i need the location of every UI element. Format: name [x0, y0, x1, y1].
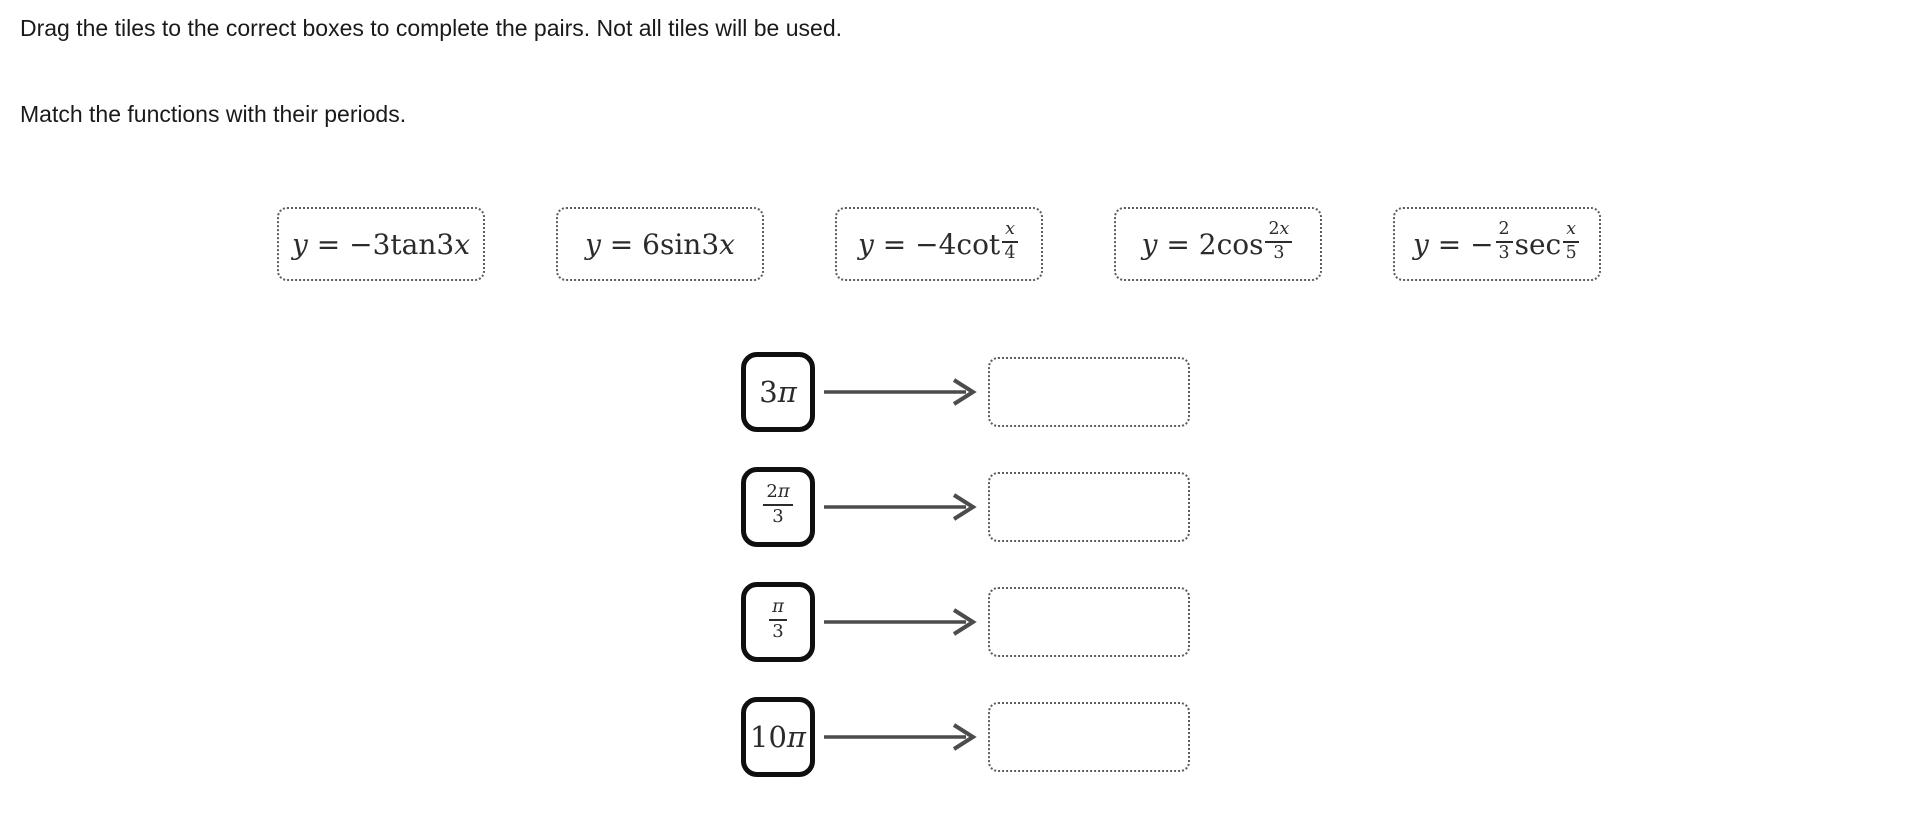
math-segment: π	[777, 375, 797, 409]
math-segment: 3	[772, 506, 784, 527]
math-segment: = −	[1428, 227, 1494, 261]
math-segment: 2	[1498, 219, 1510, 240]
math-segment: = 6sin3	[600, 227, 720, 261]
pair-row-2pi-over-3: 2π 3	[741, 467, 1190, 547]
math-segment: y	[1141, 227, 1158, 261]
instruction-line-1: Drag the tiles to the correct boxes to c…	[20, 15, 843, 41]
math-segment: = 2cos	[1157, 227, 1264, 261]
math-segment: π	[772, 596, 784, 618]
math-segment: y	[585, 227, 601, 261]
arrow-icon	[824, 378, 977, 406]
math-segment: 3	[1498, 243, 1510, 263]
math-segment: 3	[772, 621, 784, 642]
drop-slot-10pi[interactable]	[988, 702, 1190, 772]
math-segment: y	[292, 227, 308, 261]
math-segment: y	[858, 227, 874, 261]
math-segment: 3	[759, 375, 778, 409]
math-segment: = −4cot	[873, 227, 1001, 261]
math-segment: 3	[1273, 243, 1285, 263]
drop-slot-pi-over-3[interactable]	[988, 587, 1190, 657]
arrow-icon	[824, 493, 977, 521]
math-segment: y	[1412, 227, 1429, 261]
math-segment: = −3tan3	[307, 227, 455, 261]
period-label-2pi-over-3: 2π 3	[741, 467, 815, 547]
math-segment: π	[786, 720, 806, 754]
math-segment: x	[1566, 219, 1577, 240]
drop-slot-2pi-over-3[interactable]	[988, 472, 1190, 542]
math-segment: 2	[766, 481, 778, 503]
arrow-icon	[824, 608, 977, 636]
math-segment: 5	[1565, 243, 1577, 263]
math-segment: 10	[750, 720, 787, 754]
arrow-icon	[824, 723, 977, 751]
math-segment: π	[777, 481, 790, 503]
math-segment: sec	[1514, 227, 1562, 261]
fraction: 2π 3	[763, 481, 793, 527]
drop-slot-3pi[interactable]	[988, 357, 1190, 427]
math-segment: x	[1005, 219, 1015, 240]
math-segment: 4	[1004, 243, 1016, 263]
math-segment: x	[1279, 219, 1290, 240]
instruction-line-2: Match the functions with their periods.	[20, 101, 407, 127]
fraction: 2x 3	[1265, 219, 1293, 264]
math-segment: x	[719, 227, 735, 261]
math-segment: 2	[1268, 219, 1280, 240]
math-segment: x	[454, 227, 470, 261]
